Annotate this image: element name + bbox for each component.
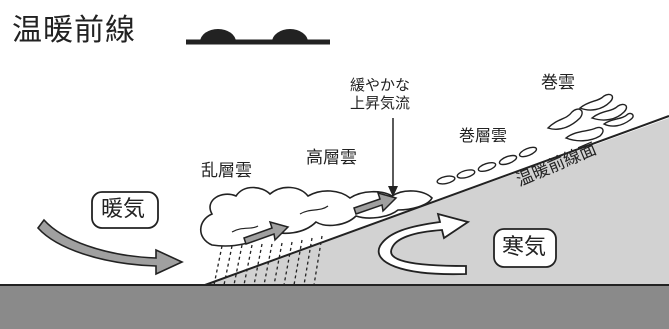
cirrostratus-clouds [436, 146, 538, 185]
altostratus-label: 高層雲 [306, 148, 357, 168]
frontal-surface-line [204, 115, 669, 286]
cirrostratus-label: 巻層雲 [459, 126, 508, 145]
cloud-arrow-2 [353, 191, 398, 215]
cirrus-clouds [546, 93, 634, 142]
ground [0, 284, 669, 329]
gentle-updraft-label: 緩やかな 上昇気流 [350, 76, 411, 112]
cold-air-arrow [377, 212, 471, 276]
warm-air-arrow [36, 218, 184, 276]
warm-front-symbol [186, 29, 330, 45]
rain [213, 235, 323, 286]
cirrus-label: 巻雲 [541, 73, 575, 93]
page-title: 温暖前線 [12, 13, 136, 48]
updraft-pointer-head [388, 186, 398, 197]
nimbostratus-label: 乱層雲 [201, 161, 252, 181]
cold-air-label: 寒気 [502, 235, 547, 260]
cold-air-box [493, 228, 557, 268]
warm-air-label: 暖気 [101, 197, 146, 222]
warm-air-box [91, 191, 159, 229]
cloud-arrow-1 [243, 220, 290, 245]
